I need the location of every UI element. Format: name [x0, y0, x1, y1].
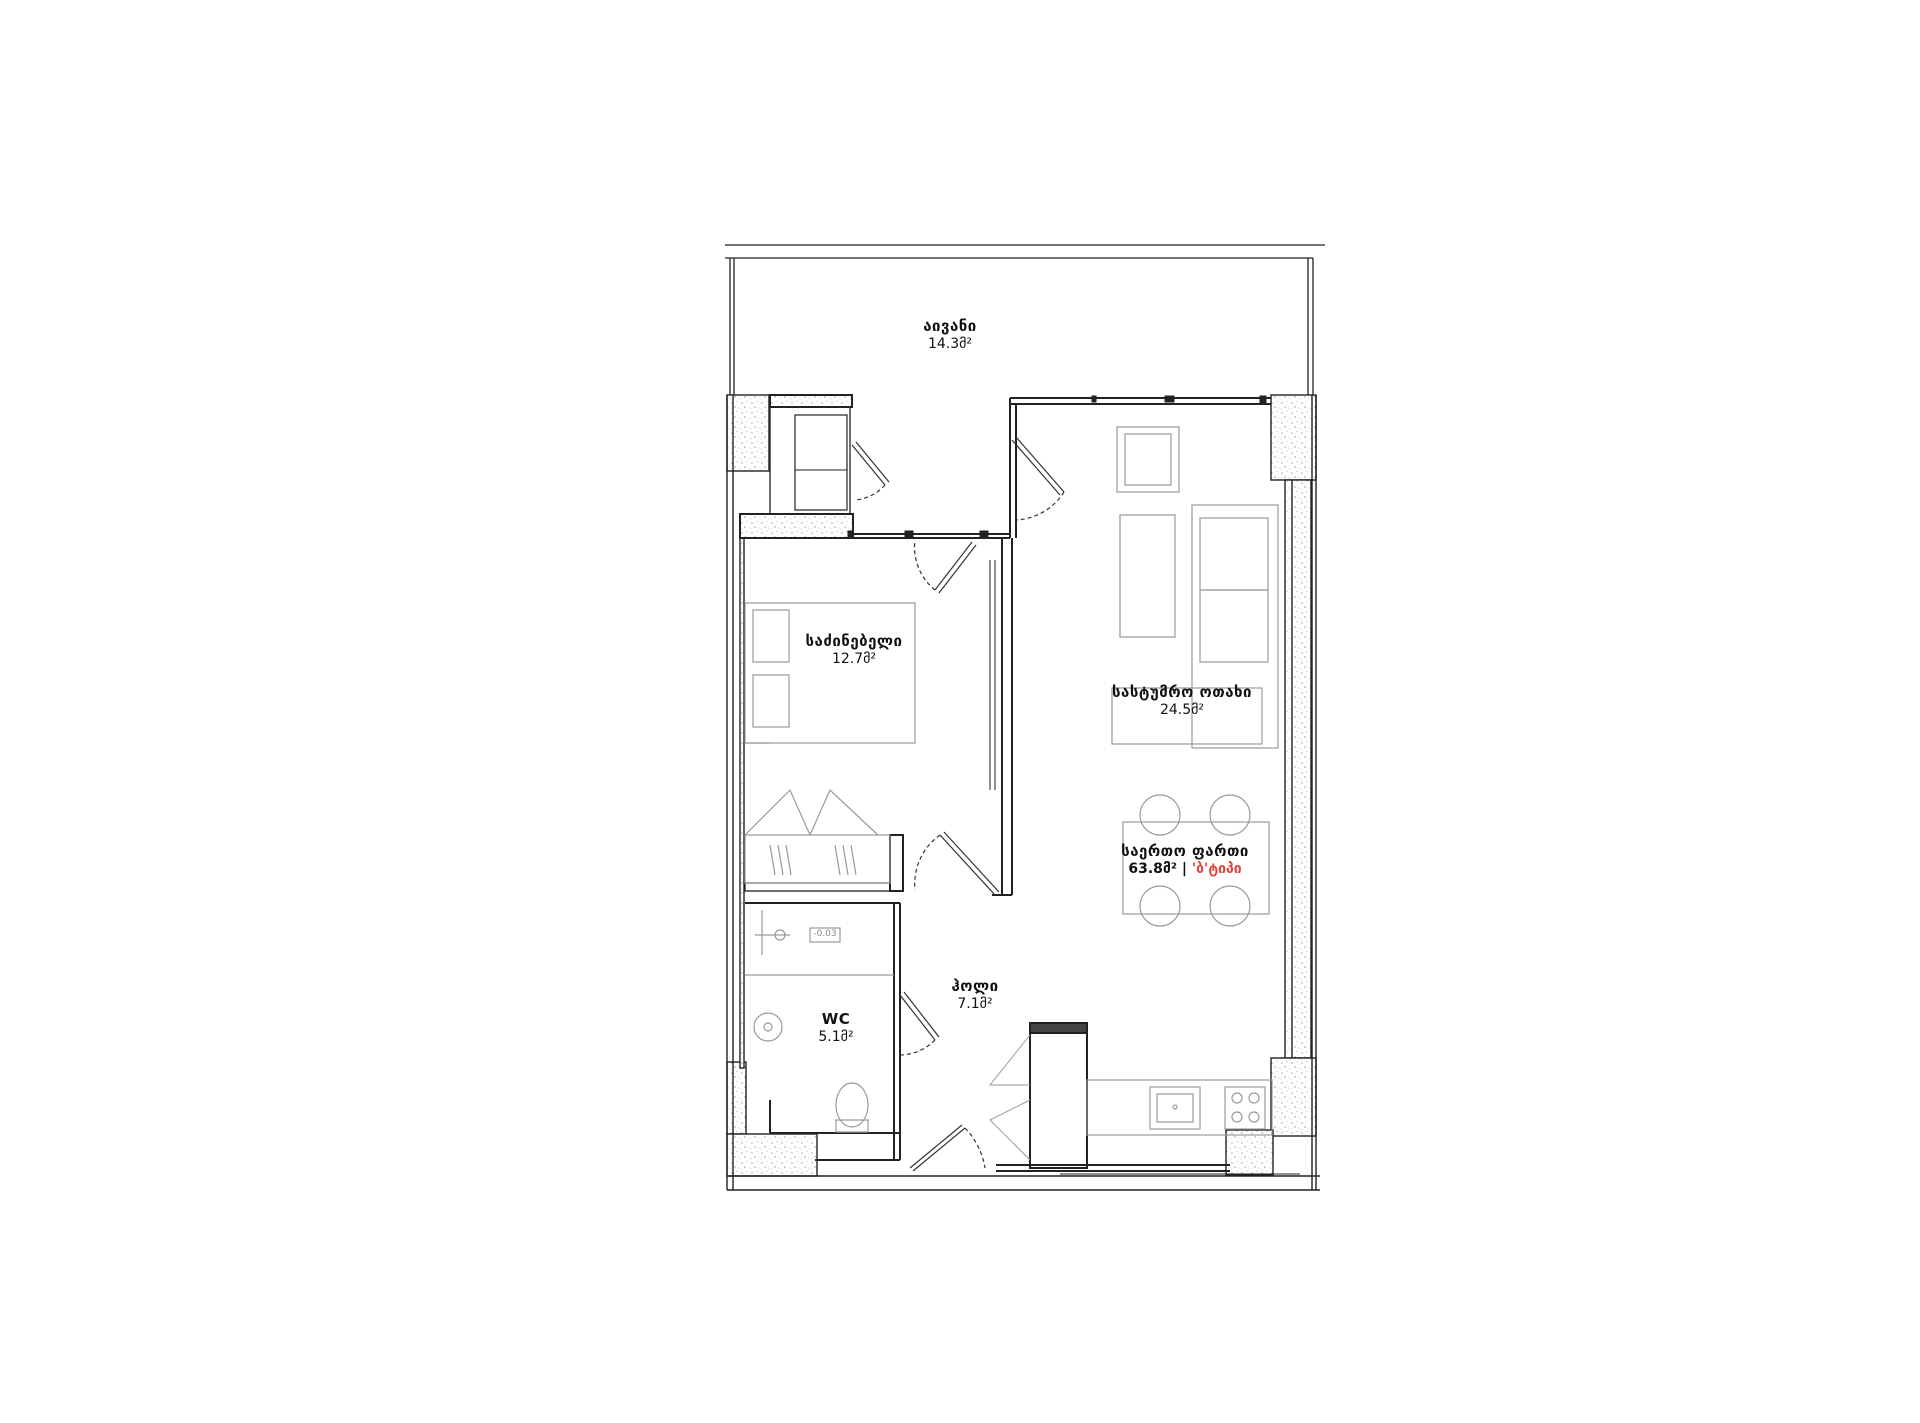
total-area-label: საერთო ფართი 63.8მ² | 'ბ'ტიპი: [1121, 842, 1249, 878]
floor-level-tag: -0.03: [813, 929, 837, 939]
doors: [851, 436, 1065, 1172]
room-label-living: სასტუმრო ოთახი 24.5მ²: [1112, 683, 1252, 719]
room-name: WC: [821, 1010, 851, 1028]
total-area-separator: |: [1181, 860, 1187, 877]
room-name: სასტუმრო ოთახი: [1112, 683, 1252, 701]
balcony-area: [725, 244, 1325, 395]
bedroom-furniture: [744, 602, 916, 884]
interior-walls: [739, 394, 1271, 1172]
room-area: 24.5მ²: [1159, 701, 1205, 718]
windows: [847, 395, 1300, 1175]
room-area: 7.1მ²: [957, 995, 993, 1012]
room-label-hall: ჰოლი 7.1მ²: [951, 977, 998, 1013]
room-label-balcony: აივანი 14.3მ²: [923, 317, 977, 353]
wc-fixtures: [745, 910, 894, 1133]
room-area: 5.1მ²: [818, 1028, 854, 1045]
room-label-wc: WC 5.1მ²: [818, 1010, 853, 1046]
hall-closet: [988, 1034, 1031, 1161]
room-name: ჰოლი: [951, 977, 999, 995]
building-outline: [726, 395, 1320, 1191]
room-area: 14.3მ²: [927, 335, 973, 352]
exterior-walls: [726, 394, 1317, 1177]
room-label-bedroom: საძინებელი 12.7მ²: [806, 632, 903, 668]
room-name: აივანი: [923, 317, 977, 335]
living-furniture: [1086, 426, 1279, 1136]
room-name: საძინებელი: [805, 632, 903, 650]
apartment-type: 'ბ'ტიპი: [1191, 860, 1242, 877]
total-area-value: 63.8მ²: [1128, 860, 1177, 877]
total-area-title: საერთო ფართი: [1121, 842, 1249, 860]
room-area: 12.7მ²: [831, 650, 877, 667]
